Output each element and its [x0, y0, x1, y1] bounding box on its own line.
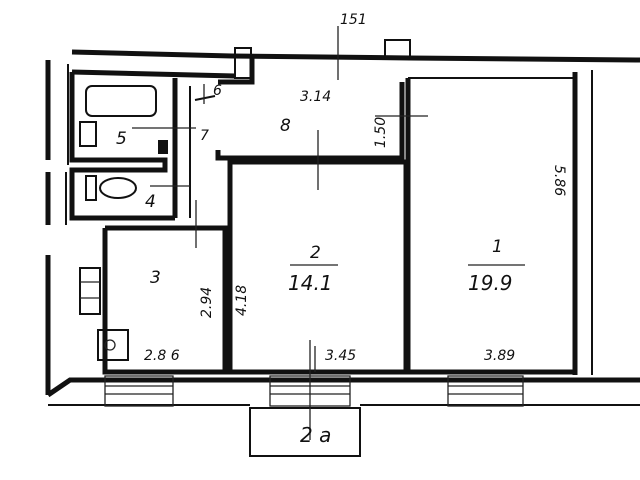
toilet-icon	[85, 175, 137, 201]
label-room2-area: 14.1	[288, 271, 333, 295]
labels: 151 6 7 3.14 1.50 8 5 4 3 2.94 2.8 6 4.1…	[116, 12, 567, 447]
boiler-icon	[234, 47, 252, 79]
label-room5: 5	[116, 129, 127, 149]
label-dim-room1-width: 3.89	[484, 348, 515, 364]
label-sign-6: 6	[213, 83, 222, 99]
exterior-walls	[45, 39, 640, 406]
label-room3: 3	[150, 268, 161, 288]
label-dim-room2-width: 3.45	[325, 348, 356, 364]
riser-icon	[158, 140, 168, 154]
dimension-lines	[132, 26, 428, 372]
label-room1-num: 1	[492, 237, 503, 257]
label-room4: 4	[145, 192, 156, 212]
label-dim-room3-width: 2.8 6	[144, 348, 180, 364]
counter-icon	[79, 267, 101, 315]
bathtub-icon	[85, 85, 157, 117]
label-dim-room2-height: 4.18	[234, 285, 250, 316]
label-room8: 8	[280, 116, 291, 136]
label-room2-num: 2	[310, 243, 321, 263]
label-dim-kitchen-top: 3.14	[300, 89, 331, 105]
label-top-code: 151	[340, 12, 367, 28]
label-dim-room1-height: 5.86	[551, 165, 567, 196]
balcony-bay	[249, 407, 361, 457]
label-entrance: 2 a	[300, 423, 331, 447]
stove-icon	[97, 329, 129, 361]
fixtures	[79, 47, 252, 361]
label-dim-room3-height: 2.94	[199, 287, 215, 318]
label-sign-7: 7	[200, 128, 209, 144]
sink-icon	[79, 121, 97, 147]
window-room3	[104, 375, 174, 407]
window-room1	[447, 375, 524, 407]
label-dim-corridor-right: 1.50	[373, 117, 389, 148]
label-room1-area: 19.9	[468, 271, 513, 295]
